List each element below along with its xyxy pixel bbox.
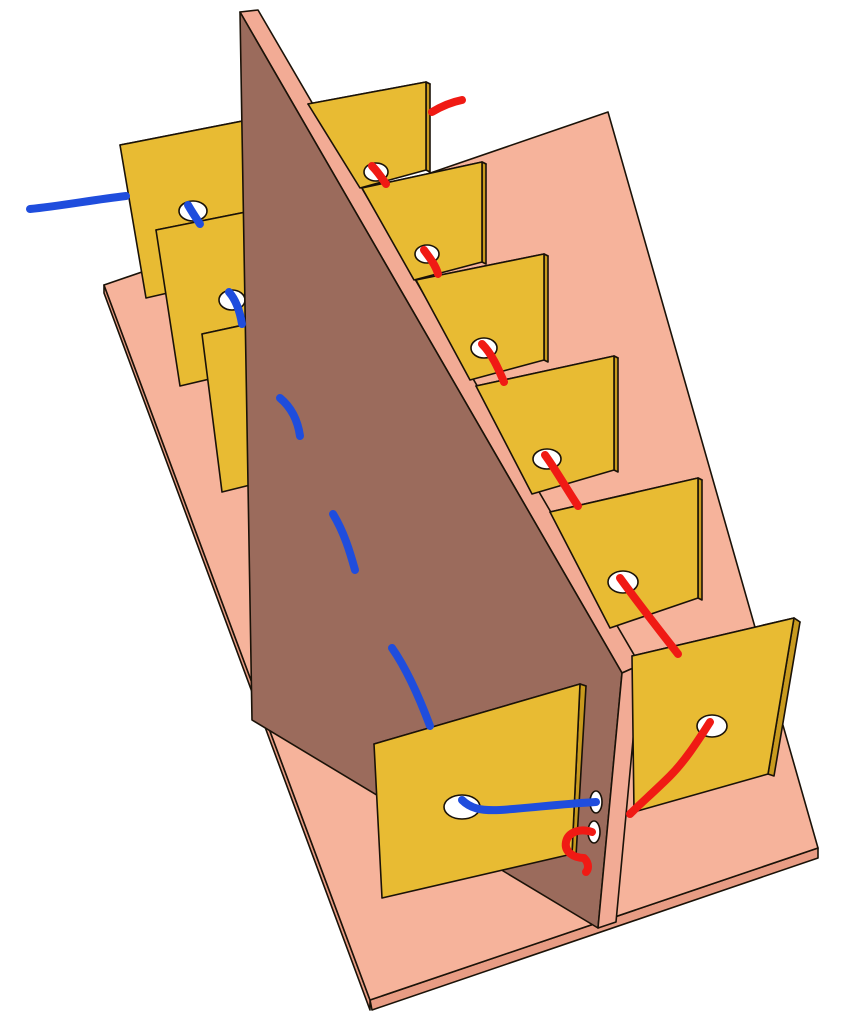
left-wire xyxy=(26,192,600,815)
left-wire-segment-1 xyxy=(184,201,204,228)
right-plates xyxy=(307,81,801,813)
right-wire xyxy=(368,96,714,876)
right-wire-segment-6 xyxy=(626,718,714,818)
right-wire-segment-4 xyxy=(541,451,582,510)
right-wire-segment-5 xyxy=(616,574,682,658)
left-wire-segment-2 xyxy=(225,288,246,328)
left-wire-entry-segment xyxy=(26,192,130,213)
left-plate-6 xyxy=(373,683,587,899)
right-wire-segment-2 xyxy=(420,246,442,278)
right-wire-segment-1 xyxy=(368,162,390,188)
right-wire-entry-segment xyxy=(428,96,466,116)
left-wire-segment-5 xyxy=(388,644,434,730)
right-wire-segment-3 xyxy=(478,340,508,386)
left-wire-segment-4 xyxy=(329,510,359,574)
right-plate-1 xyxy=(307,81,431,189)
right-plate-5 xyxy=(549,477,703,629)
right-plate-3 xyxy=(415,253,549,381)
right-wire-loop-end xyxy=(561,826,596,876)
left-wire-exit-segment xyxy=(458,796,600,815)
left-wire-segment-3 xyxy=(276,394,304,440)
